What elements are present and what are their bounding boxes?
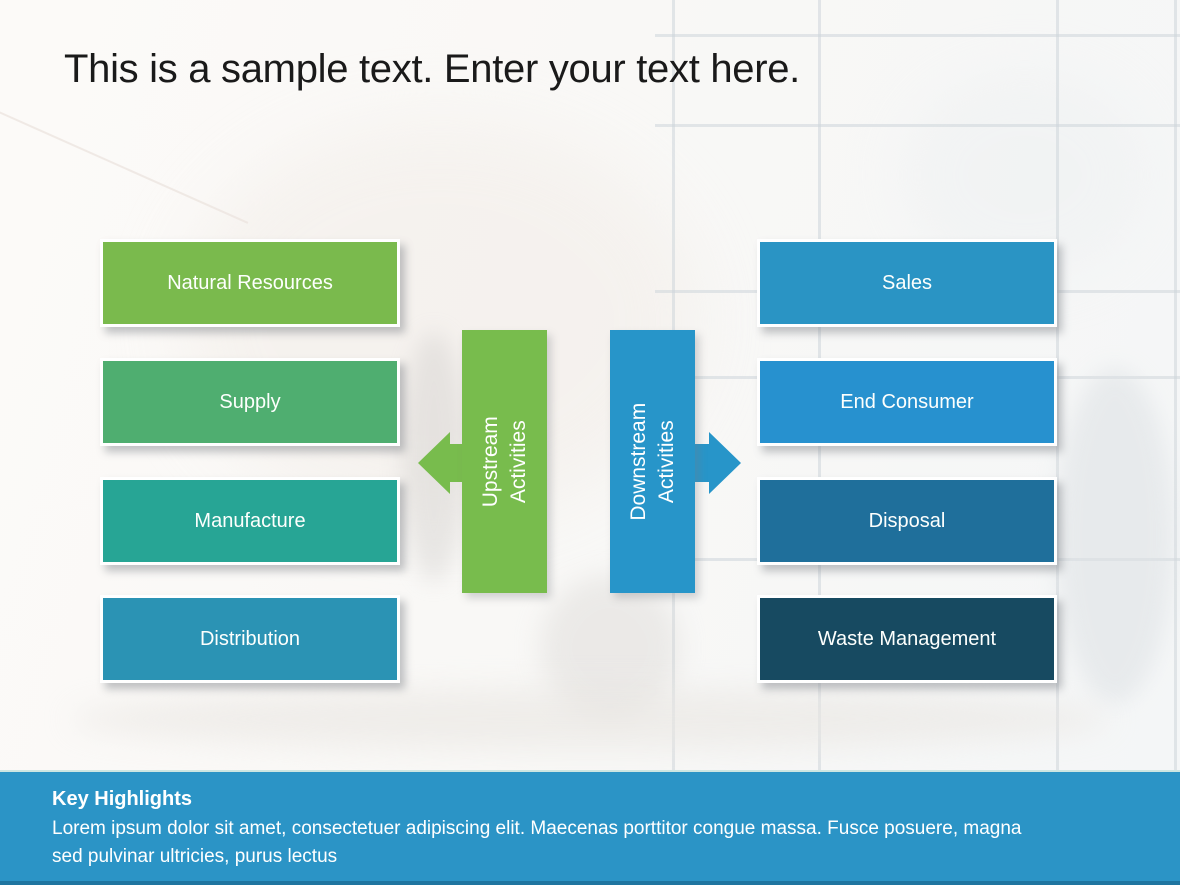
upstream-arrow-stem <box>448 444 464 482</box>
downstream-box-sales: Sales <box>757 239 1057 327</box>
downstream-box-disposal: Disposal <box>757 477 1057 565</box>
upstream-box-natural-resources: Natural Resources <box>100 239 400 327</box>
footer-band: Key Highlights Lorem ipsum dolor sit ame… <box>0 770 1180 885</box>
box-label: Supply <box>219 390 281 413</box>
upstream-box-supply: Supply <box>100 358 400 446</box>
box-label: Natural Resources <box>167 271 333 294</box>
box-label: Sales <box>881 271 933 294</box>
upstream-activities-bar: Upstream Activities <box>462 330 547 593</box>
window-grid-line <box>655 124 1180 127</box>
downstream-activities-bar: Downstream Activities <box>610 330 695 593</box>
box-label: Waste Management <box>817 627 997 650</box>
downstream-arrow-stem <box>693 444 711 482</box>
upstream-activities-label: Upstream Activities <box>477 416 532 507</box>
label-line: Downstream <box>626 402 650 521</box>
footer-bottom-strip <box>0 881 1180 885</box>
box-label: Disposal <box>868 509 946 532</box>
downstream-box-end-consumer: End Consumer <box>757 358 1057 446</box>
downstream-activities-label: Downstream Activities <box>625 403 680 521</box>
box-label: Distribution <box>199 627 301 650</box>
label-line: Activities <box>654 420 678 503</box>
label-line: Activities <box>506 420 530 503</box>
background-furniture-silhouette <box>540 575 680 720</box>
window-grid-line <box>655 34 1180 37</box>
label-line: Upstream <box>478 415 502 508</box>
footer-body-line: sed pulvinar ultricies, purus lectus <box>52 845 338 867</box>
right-arrow-icon <box>709 432 741 494</box>
box-label: Manufacture <box>194 509 306 532</box>
upstream-box-distribution: Distribution <box>100 595 400 683</box>
background-figure-silhouette <box>1056 368 1174 703</box>
background-furniture-silhouette <box>70 688 1110 750</box>
box-label: End Consumer <box>840 390 974 413</box>
slide-title: This is a sample text. Enter your text h… <box>64 47 800 91</box>
footer-body-line: Lorem ipsum dolor sit amet, consectetuer… <box>52 818 1022 839</box>
window-grid-line <box>1174 0 1177 770</box>
downstream-box-waste-management: Waste Management <box>757 595 1057 683</box>
upstream-box-manufacture: Manufacture <box>100 477 400 565</box>
background-diagonal-line <box>0 108 249 224</box>
left-arrow-icon <box>418 432 450 494</box>
footer-heading: Key Highlights <box>52 788 193 810</box>
